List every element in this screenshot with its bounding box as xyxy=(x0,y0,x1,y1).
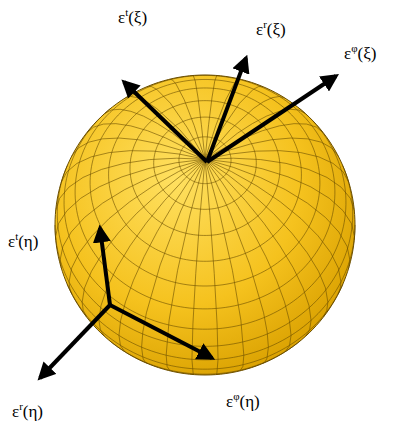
vector-label: εt(ξ) xyxy=(118,8,147,28)
vector-arrow xyxy=(40,305,110,378)
vector-arrow xyxy=(100,228,110,305)
grid-lines xyxy=(55,75,355,374)
sphere xyxy=(55,75,355,375)
sphere-surface xyxy=(55,75,355,375)
vector-label: εt(η) xyxy=(8,232,38,252)
vector-arrow xyxy=(207,58,246,162)
vector-label: εr(η) xyxy=(12,402,43,422)
vector-arrow xyxy=(207,76,336,162)
vector-label: εφ(ξ) xyxy=(344,44,376,64)
vector-arrow xyxy=(124,82,207,162)
vector-label: εr(ξ) xyxy=(256,20,286,40)
vector-label: εφ(η) xyxy=(226,392,260,412)
basis-vectors xyxy=(40,58,336,378)
vector-arrow xyxy=(110,305,212,358)
